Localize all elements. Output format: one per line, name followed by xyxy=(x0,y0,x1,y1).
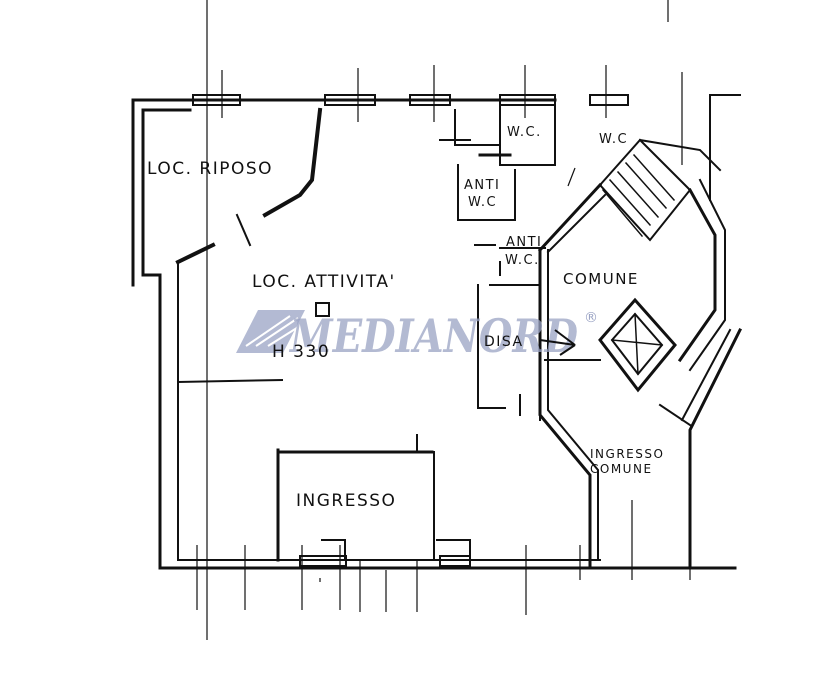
dimension-lines xyxy=(196,0,691,640)
wall-lines xyxy=(131,94,743,570)
label-ingresso-comune-line2: COMUNE xyxy=(590,462,653,476)
label-loc-attivita: LOC. ATTIVITA' xyxy=(252,272,396,292)
column-marker xyxy=(315,302,330,317)
label-ingresso: INGRESSO xyxy=(296,491,396,511)
label-comune: COMUNE xyxy=(563,270,639,288)
watermark-logo: MEDIANORD ® xyxy=(236,309,598,363)
watermark-registered-mark: ® xyxy=(584,310,598,326)
label-anti-wc-2-line1: ANTI xyxy=(506,235,542,250)
label-disa: DISA xyxy=(484,334,524,350)
disa-arrow-icon xyxy=(539,329,576,356)
label-anti-wc-1-line2: W.C xyxy=(468,195,497,210)
label-wc-1: W.C. xyxy=(507,125,542,140)
label-ingresso-comune-line1: INGRESSO xyxy=(590,447,664,461)
label-anti-wc-2-line2: W.C. xyxy=(505,253,540,268)
label-height: H 330 xyxy=(272,342,330,362)
room-labels: LOC. RIPOSO LOC. ATTIVITA' H 330 W.C. W.… xyxy=(147,125,664,511)
window-marks xyxy=(192,94,629,567)
label-anti-wc-1-line1: ANTI xyxy=(464,178,500,193)
label-loc-riposo: LOC. RIPOSO xyxy=(147,159,273,179)
watermark-text: MEDIANORD xyxy=(288,309,578,363)
label-wc-2: W.C xyxy=(599,132,628,147)
